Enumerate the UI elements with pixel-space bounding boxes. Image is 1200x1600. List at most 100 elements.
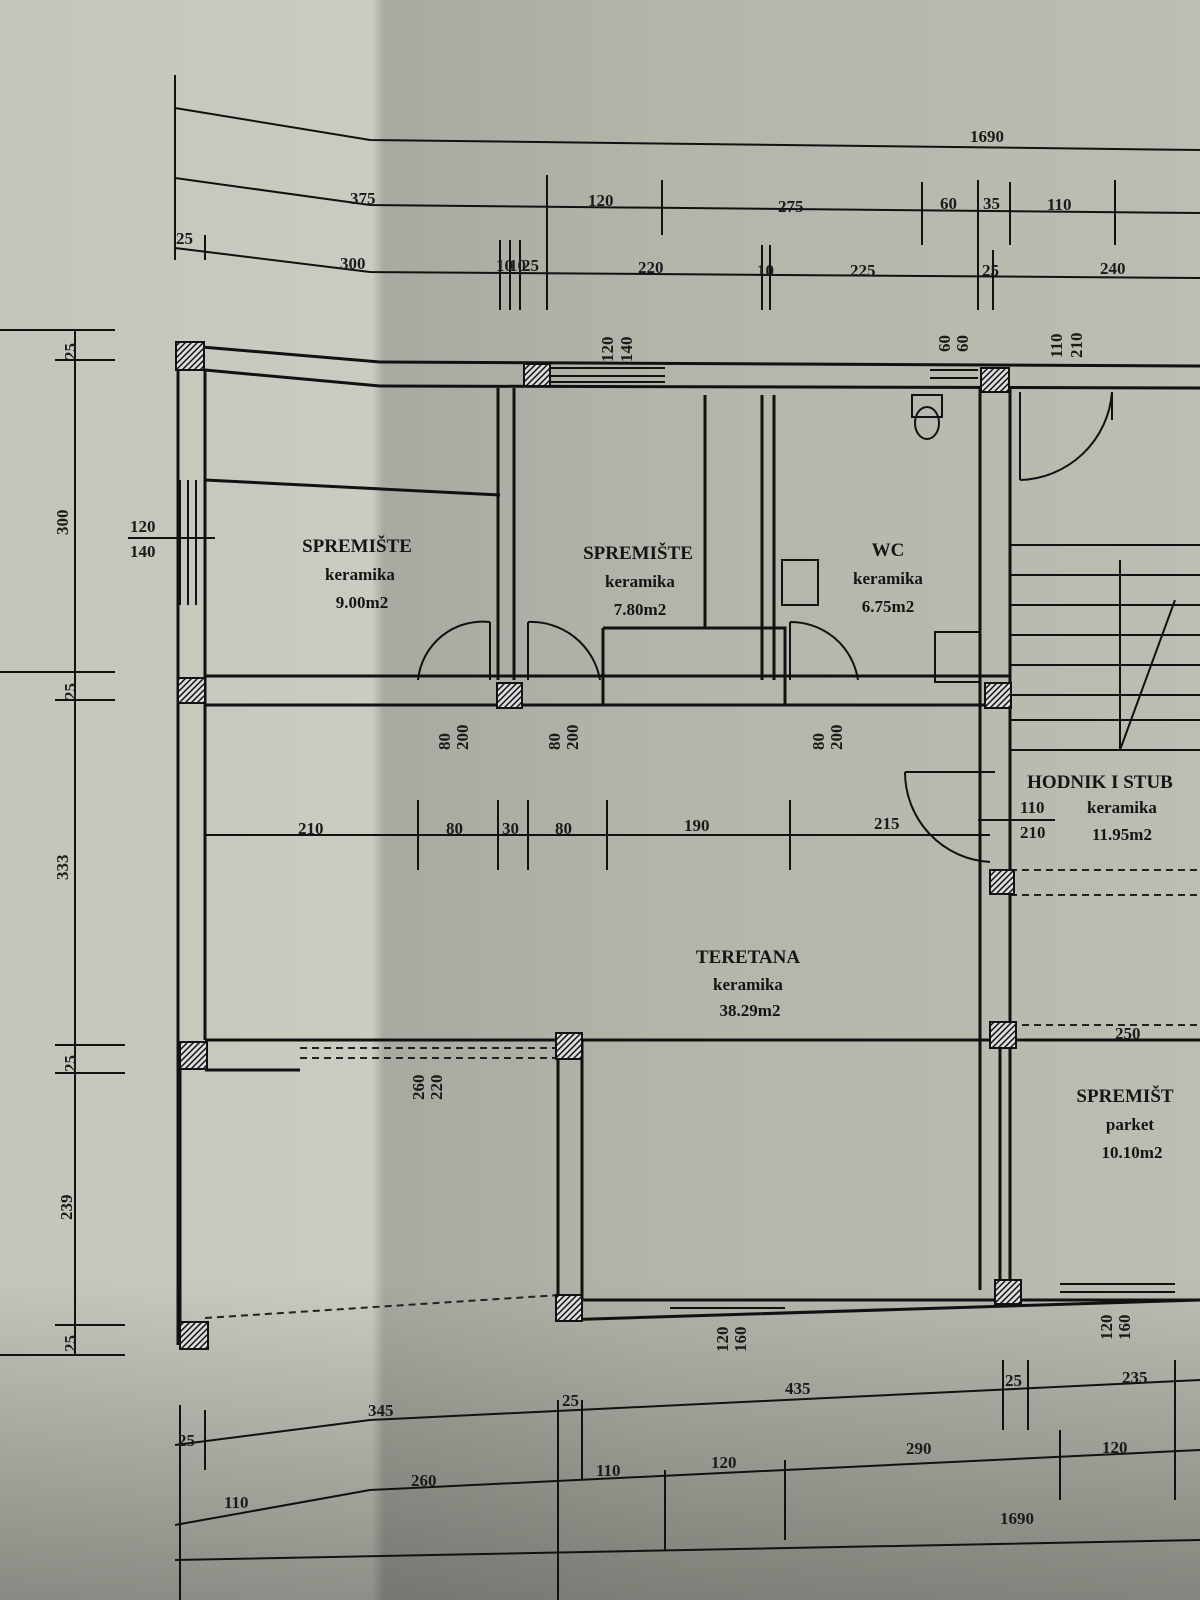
room-area: 38.29m2 <box>720 1001 781 1020</box>
dim-label: 235 <box>1122 1368 1148 1387</box>
entry-door-width: 110 <box>1047 333 1066 358</box>
dim-label: 110 <box>596 1461 621 1480</box>
dim-label: 190 <box>684 816 710 835</box>
room-storage-3: SPREMIŠT parket 10.10m2 <box>1076 1085 1173 1162</box>
room-area: 11.95m2 <box>1092 825 1152 844</box>
dim-label: 10 <box>757 261 774 280</box>
dim-label: 25 <box>522 256 539 275</box>
big-opening-height: 220 <box>427 1075 446 1101</box>
dim-label: 120 <box>1102 1438 1128 1457</box>
bottom-window1-height: 160 <box>731 1327 750 1353</box>
door1-width: 80 <box>435 733 454 750</box>
room-gym: TERETANA keramika 38.29m2 <box>696 947 800 1020</box>
room-floor: keramika <box>325 565 395 584</box>
dim-label: 110 <box>1047 195 1072 214</box>
dim-label: 25 <box>982 261 999 280</box>
wc-window-width: 60 <box>935 335 954 352</box>
dim-total-top: 1690 <box>970 127 1004 146</box>
hall-door-width: 110 <box>1020 798 1045 817</box>
dim-label: 260 <box>411 1471 437 1490</box>
room-hallway-stairs: HODNIK I STUB keramika 11.95m2 <box>1027 772 1173 844</box>
dim-label: 25 <box>1005 1371 1022 1390</box>
dim-label: 240 <box>1100 259 1126 278</box>
dim-label: 10 <box>509 256 526 275</box>
room-area: 7.80m2 <box>614 600 666 619</box>
room-labels: SPREMIŠTE keramika 9.00m2 SPREMIŠTE kera… <box>302 535 1174 1162</box>
dim-label: 375 <box>350 189 376 208</box>
dim-label: 333 <box>53 855 72 881</box>
dim-label: 215 <box>874 814 900 833</box>
dim-label: 25 <box>176 229 193 248</box>
room-floor: keramika <box>1087 798 1157 817</box>
dim-label: 250 <box>1115 1024 1141 1043</box>
left-window-height: 140 <box>130 542 156 561</box>
dim-label: 25 <box>61 1055 80 1072</box>
dim-label: 25 <box>562 1391 579 1410</box>
dim-label: 80 <box>446 819 463 838</box>
dim-label: 210 <box>298 819 324 838</box>
room-area: 10.10m2 <box>1102 1143 1163 1162</box>
room-storage-2: SPREMIŠTE keramika 7.80m2 <box>583 542 693 619</box>
dim-label: 120 <box>711 1453 737 1472</box>
dim-label: 239 <box>57 1195 76 1221</box>
door1-height: 200 <box>453 725 472 751</box>
door3-width: 80 <box>809 733 828 750</box>
doors <box>417 391 1113 863</box>
dim-label: 25 <box>61 683 80 700</box>
dim-label: 220 <box>638 258 664 277</box>
dim-label: 120 <box>588 191 614 210</box>
room-storage-1: SPREMIŠTE keramika 9.00m2 <box>302 535 412 612</box>
dim-label: 25 <box>178 1431 195 1450</box>
room-area: 6.75m2 <box>862 597 914 616</box>
dim-label: 275 <box>778 197 804 216</box>
top-window-height: 140 <box>617 337 636 363</box>
dim-label: 110 <box>224 1493 249 1512</box>
dim-total-bottom: 1690 <box>1000 1509 1034 1528</box>
dim-label: 25 <box>61 343 80 360</box>
room-name: SPREMIŠTE <box>583 542 693 564</box>
room-floor: parket <box>1106 1115 1155 1134</box>
top-dimensions: 1690 375 120 275 60 35 110 25 300 10 10 … <box>176 127 1126 280</box>
door3-height: 200 <box>827 725 846 751</box>
room-floor: keramika <box>713 975 783 994</box>
dim-label: 10 <box>496 256 513 275</box>
dim-label: 290 <box>906 1439 932 1458</box>
windows <box>179 367 1175 1309</box>
left-window-width: 120 <box>130 517 156 536</box>
bottom-window2-width: 120 <box>1097 1315 1116 1341</box>
bottom-dimensions: 25 345 25 435 25 235 110 260 110 120 290… <box>178 1368 1148 1528</box>
opening-labels: 120 140 60 60 110 210 120 140 80 200 80 … <box>128 333 1134 1353</box>
room-floor: keramika <box>605 572 675 591</box>
room-name: HODNIK I STUB <box>1027 772 1173 793</box>
dim-label: 300 <box>340 254 366 273</box>
dim-label: 25 <box>61 1335 80 1352</box>
room-name: SPREMIŠT <box>1076 1085 1173 1107</box>
dim-label: 300 <box>53 510 72 536</box>
top-window-width: 120 <box>598 337 617 363</box>
door2-width: 80 <box>545 733 564 750</box>
dim-label: 345 <box>368 1401 394 1420</box>
dim-label: 60 <box>940 194 957 213</box>
hall-door-height: 210 <box>1020 823 1046 842</box>
room-area: 9.00m2 <box>336 593 388 612</box>
big-opening-width: 260 <box>409 1075 428 1101</box>
dim-label: 30 <box>502 819 519 838</box>
room-wc: WC keramika 6.75m2 <box>853 540 923 616</box>
room-name: WC <box>872 540 905 561</box>
room-name: SPREMIŠTE <box>302 535 412 557</box>
entry-door-height: 210 <box>1067 333 1086 359</box>
wc-window-height: 60 <box>953 335 972 352</box>
dim-label: 35 <box>983 194 1000 213</box>
bottom-window1-width: 120 <box>713 1327 732 1353</box>
walls <box>176 343 1200 1345</box>
door2-height: 200 <box>563 725 582 751</box>
bottom-window2-height: 160 <box>1115 1315 1134 1341</box>
dim-label: 80 <box>555 819 572 838</box>
dim-label: 225 <box>850 261 876 280</box>
dimension-lines <box>0 75 1200 1600</box>
dim-label: 435 <box>785 1379 811 1398</box>
columns <box>175 341 1022 1350</box>
left-dimensions: 25 300 25 333 25 239 25 <box>53 343 80 1352</box>
inner-dimensions: 210 80 30 80 190 215 250 <box>298 814 1141 1043</box>
